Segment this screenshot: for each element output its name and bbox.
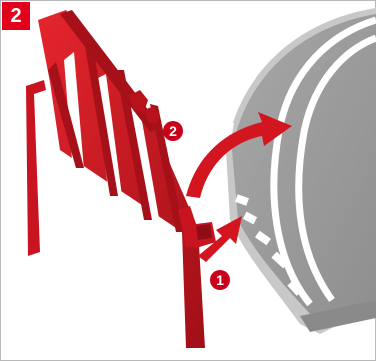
callout-badge-1: 1 — [210, 270, 230, 290]
bracket-connector-peg — [196, 224, 212, 240]
track-surface — [223, 8, 376, 334]
track-top — [232, 14, 376, 316]
callout-badge-2: 2 — [163, 121, 183, 141]
bracket-hook-left — [26, 80, 46, 256]
bracket-panel — [38, 10, 205, 348]
step-number-badge: 2 — [2, 2, 30, 30]
red-bracket-part — [26, 10, 216, 348]
